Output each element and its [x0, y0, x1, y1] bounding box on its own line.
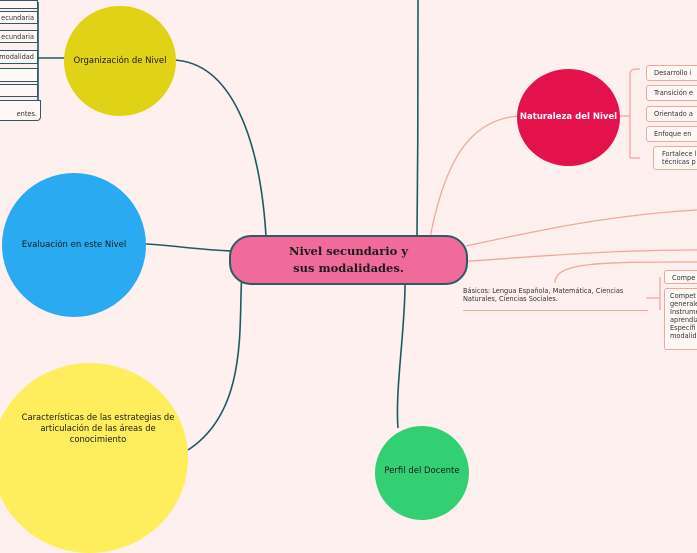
basicos-text[interactable]: Básicos: Lengua Española, Matemática, Ci…: [463, 287, 648, 311]
connector-organizacion: [172, 59, 267, 237]
connector-right-upper: [465, 209, 697, 247]
naturaleza-item-5[interactable]: Fortalece l técnicas p: [653, 146, 697, 170]
evaluacion-node[interactable]: Evaluación en este Nivel: [2, 173, 146, 317]
connector-top: [416, 0, 419, 236]
connector-caracteristicas: [187, 271, 243, 451]
connector-right-lower: [455, 249, 697, 263]
competencias-text[interactable]: Compet generale Instrume aprendiz Especí…: [664, 288, 697, 350]
naturaleza-item-1[interactable]: Desarrollo i: [646, 65, 697, 81]
org-item-3[interactable]: ecundaria: [0, 30, 38, 43]
competencias-title[interactable]: Compe: [664, 270, 697, 284]
naturaleza-item-2[interactable]: Transición e: [646, 85, 697, 101]
connector-evaluacion: [145, 243, 233, 252]
naturaleza-item-4[interactable]: Enfoque en: [646, 126, 697, 142]
naturaleza-label: Naturaleza del Nivel: [519, 112, 618, 122]
connector-basicos: [554, 261, 697, 284]
perfil-label: Perfil del Docente: [384, 465, 460, 476]
connector-org-items: [37, 2, 65, 120]
caracteristicas-node[interactable]: Características de las estrategias de ar…: [0, 363, 188, 553]
connector-naturaleza: [429, 115, 519, 239]
perfil-node[interactable]: Perfil del Docente: [375, 426, 469, 520]
naturaleza-item-3[interactable]: Orientado a: [646, 106, 697, 122]
organizacion-label: Organización de Nivel: [73, 55, 167, 66]
connector-nat-items: [620, 68, 641, 159]
central-title: Nivel secundario y sus modalidades.: [288, 244, 409, 275]
org-item-1[interactable]: [0, 0, 38, 9]
naturaleza-node[interactable]: Naturaleza del Nivel: [517, 69, 620, 166]
org-item-4[interactable]: modalidad: [0, 50, 38, 64]
connector-competencias: [646, 277, 661, 310]
org-item-6[interactable]: [0, 84, 38, 97]
org-item-5[interactable]: [0, 68, 38, 82]
central-topic[interactable]: Nivel secundario y sus modalidades.: [229, 235, 468, 285]
connector-perfil: [396, 284, 406, 429]
organizacion-node[interactable]: Organización de Nivel: [64, 6, 176, 116]
org-item-7[interactable]: entes.: [0, 100, 41, 121]
evaluacion-label: Evaluación en este Nivel: [21, 239, 127, 250]
org-item-2[interactable]: ecundaria: [0, 11, 38, 24]
caracteristicas-label: Características de las estrategias de ar…: [21, 411, 175, 444]
